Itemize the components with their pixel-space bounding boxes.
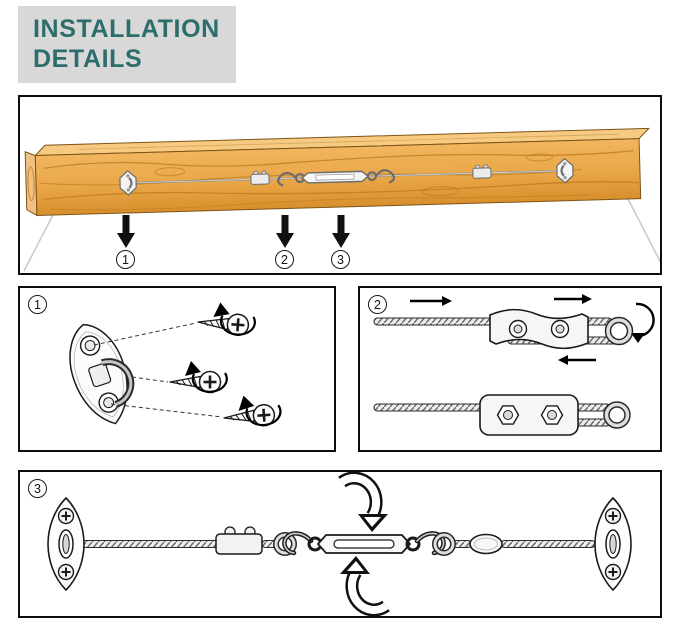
threading-arrow-curved xyxy=(631,302,655,343)
turnbuckle-assembly-illustration xyxy=(47,472,632,616)
screw-bottom xyxy=(221,391,283,430)
threading-arrow-left xyxy=(558,355,596,365)
wood-beam xyxy=(24,127,650,217)
d-ring xyxy=(100,358,135,408)
down-arrow-2 xyxy=(276,215,294,248)
step3-panel: 3 xyxy=(18,470,662,618)
alignment-dashed-line-1 xyxy=(93,322,197,346)
down-arrow-1 xyxy=(117,215,135,248)
screw-top xyxy=(195,300,258,338)
rope-clamp-body xyxy=(489,308,589,350)
rotate-arrow-bottom xyxy=(340,556,390,616)
pad-eye-right xyxy=(556,157,574,184)
down-arrow-3 xyxy=(332,215,350,248)
page-title-line-1: INSTALLATION xyxy=(33,15,220,43)
wire-rope-left xyxy=(81,540,219,548)
alignment-dashed-line-2 xyxy=(131,376,169,383)
clamp-fastened-diagram xyxy=(373,394,631,436)
callout-arrows xyxy=(117,215,350,248)
ferrule xyxy=(469,533,503,555)
callout-number-1: 1 xyxy=(116,250,135,269)
wall-edge-line-right xyxy=(625,194,660,263)
rope-clamp-hex-body xyxy=(479,394,579,436)
pad-eye-plate xyxy=(69,323,135,425)
turnbuckle xyxy=(307,534,421,554)
pad-eye-left xyxy=(119,170,137,196)
callout-number-2: 2 xyxy=(275,250,294,269)
threading-arrow-right-1 xyxy=(410,296,452,306)
step1-panel: 1 xyxy=(18,286,336,452)
step3-number: 3 xyxy=(28,479,47,498)
pad-eye-screw-illustration xyxy=(69,300,283,430)
threading-arrow-right-2 xyxy=(554,294,592,304)
step1-number: 1 xyxy=(28,295,47,314)
rotate-arrow-top xyxy=(338,472,388,532)
turnbuckle-small xyxy=(277,169,396,187)
rope-clamp-left xyxy=(250,170,270,185)
overview-panel: 1 2 3 xyxy=(18,95,662,275)
clamp-threading-diagram xyxy=(373,294,655,365)
pad-eye-plate-right xyxy=(594,496,632,592)
title-block: INSTALLATION DETAILS xyxy=(18,6,236,83)
pad-eye-plate-left xyxy=(47,496,85,592)
step2-panel: 2 xyxy=(358,286,662,452)
alignment-dashed-line-3 xyxy=(110,403,223,418)
callout-number-3: 3 xyxy=(331,250,350,269)
rope-clamp-illustration xyxy=(373,294,655,436)
screw-middle xyxy=(168,359,228,394)
step2-number: 2 xyxy=(368,295,387,314)
rope-clamp-right xyxy=(472,164,492,179)
beam-overview-illustration xyxy=(23,127,660,272)
page-title-line-2: DETAILS xyxy=(33,45,143,73)
wire-rope-right xyxy=(500,540,596,548)
rope-clamp xyxy=(215,526,263,555)
wall-edge-line-left xyxy=(23,208,57,272)
